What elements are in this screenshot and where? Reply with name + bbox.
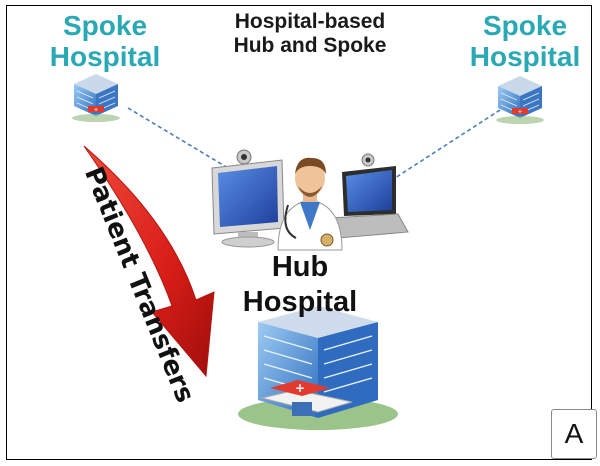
red-curved-arrow-icon bbox=[83, 145, 215, 378]
svg-text:+: + bbox=[295, 381, 305, 395]
svg-text:+: + bbox=[517, 109, 522, 116]
hub-line-2: Hospital bbox=[242, 285, 358, 318]
spoke-right-line-1: Spoke bbox=[482, 10, 568, 41]
monitor-webcam-icon bbox=[211, 149, 285, 248]
svg-text:+: + bbox=[93, 107, 98, 114]
hub-line-1: Hub bbox=[271, 251, 329, 283]
title-line-1: Hospital-based bbox=[234, 10, 386, 33]
hub-hospital-label: Hub Hospital bbox=[210, 250, 390, 320]
spoke-right-line-2: Hospital bbox=[469, 41, 581, 73]
doctor-icon bbox=[277, 157, 343, 251]
diagram-title: Hospital-based Hub and Spoke bbox=[205, 10, 415, 57]
spoke-hospital-icon: + bbox=[72, 74, 120, 122]
spoke-left-line-2: Hospital bbox=[49, 41, 161, 73]
link-line-right bbox=[394, 109, 501, 179]
hub-hospital-icon: + bbox=[238, 306, 398, 430]
spoke-left-line-1: Spoke bbox=[62, 10, 148, 41]
spoke-hospital-icon: + bbox=[496, 76, 544, 124]
title-line-2: Hub and Spoke bbox=[233, 33, 387, 57]
figure-border bbox=[6, 5, 592, 460]
laptop-webcam-icon bbox=[329, 153, 409, 239]
spoke-hospital-right-label: Spoke Hospital bbox=[440, 10, 600, 73]
spoke-hospital-left-label: Spoke Hospital bbox=[25, 10, 185, 73]
panel-letter-badge: A bbox=[551, 409, 597, 459]
link-line-left bbox=[127, 107, 229, 169]
